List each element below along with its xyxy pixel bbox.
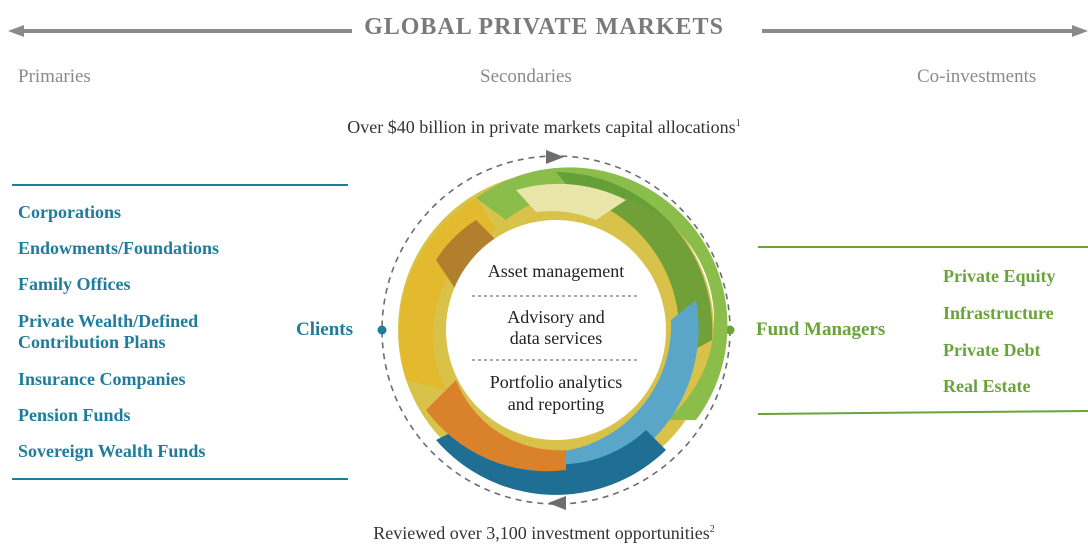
fund-real-estate: Real Estate (943, 376, 1031, 396)
clients-dot (377, 325, 387, 335)
client-endowments: Endowments/Foundations (18, 238, 220, 258)
service-portfolio-line2: and reporting (507, 394, 605, 414)
secondaries-label: Secondaries (480, 66, 572, 87)
bottom-caption-text: Reviewed over 3,100 investment opportuni… (373, 523, 710, 543)
fund-private-equity: Private Equity (943, 266, 1056, 286)
header-arrow (8, 25, 1088, 37)
client-insurance: Insurance Companies (18, 369, 186, 389)
clients-rules (12, 184, 348, 480)
fund-infrastructure: Infrastructure (943, 303, 1054, 323)
client-private-wealth: Private Wealth/Defined (18, 311, 199, 331)
client-pension-funds: Pension Funds (18, 405, 131, 425)
primaries-label: Primaries (18, 66, 91, 87)
fund-managers-rules (757, 246, 1088, 415)
top-caption-footnote: 1 (735, 118, 741, 129)
service-advisory-line2: data services (509, 328, 603, 348)
fund-managers-label: Fund Managers (756, 319, 886, 340)
top-caption-text: Over $40 billion in private markets capi… (347, 117, 736, 137)
service-portfolio-line1: Portfolio analytics (489, 372, 623, 392)
client-sovereign-wealth: Sovereign Wealth Funds (18, 441, 206, 461)
co-investments-label: Co-investments (917, 66, 1037, 87)
cycle-diagram (377, 150, 735, 510)
client-contribution-plans: Contribution Plans (18, 332, 166, 352)
top-cycle-arrow (546, 150, 564, 164)
client-family-offices: Family Offices (18, 274, 131, 294)
page-title: GLOBAL PRIVATE MARKETS (364, 14, 724, 40)
service-advisory-line1: Advisory and (507, 307, 605, 327)
fund-managers-dot (725, 325, 735, 335)
clients-label: Clients (296, 319, 353, 340)
bottom-caption-footnote: 2 (709, 524, 715, 535)
bottom-caption: Reviewed over 3,100 investment opportuni… (0, 523, 1088, 544)
bottom-cycle-arrow (548, 496, 566, 510)
fund-private-debt: Private Debt (943, 340, 1041, 360)
top-caption: Over $40 billion in private markets capi… (0, 117, 1088, 138)
service-asset-management: Asset management (487, 261, 625, 281)
inner-disk (446, 220, 666, 440)
client-corporations: Corporations (18, 202, 121, 222)
